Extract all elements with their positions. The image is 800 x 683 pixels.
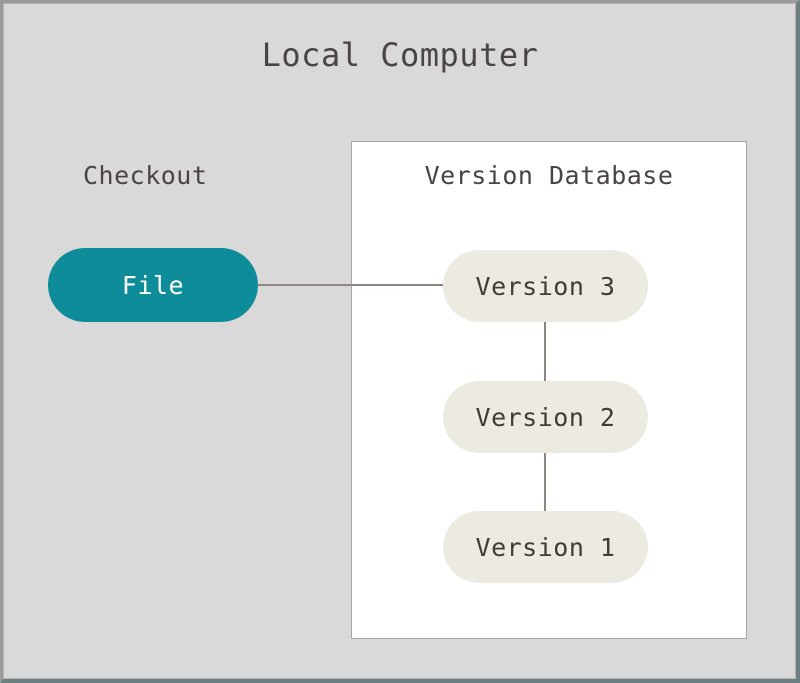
connector-version-2-to-version-1 [544, 453, 546, 512]
connector-version-3-to-version-2 [544, 322, 546, 382]
checkout-section-label: Checkout [83, 161, 208, 190]
version-database-label: Version Database [424, 161, 674, 190]
node-version-2[interactable]: Version 2 [443, 381, 648, 453]
diagram-title: Local Computer [261, 36, 539, 74]
node-version-3[interactable]: Version 3 [443, 250, 648, 322]
node-version-1[interactable]: Version 1 [443, 511, 648, 583]
connector-file-to-version-3 [258, 284, 445, 286]
node-file[interactable]: File [48, 248, 258, 322]
